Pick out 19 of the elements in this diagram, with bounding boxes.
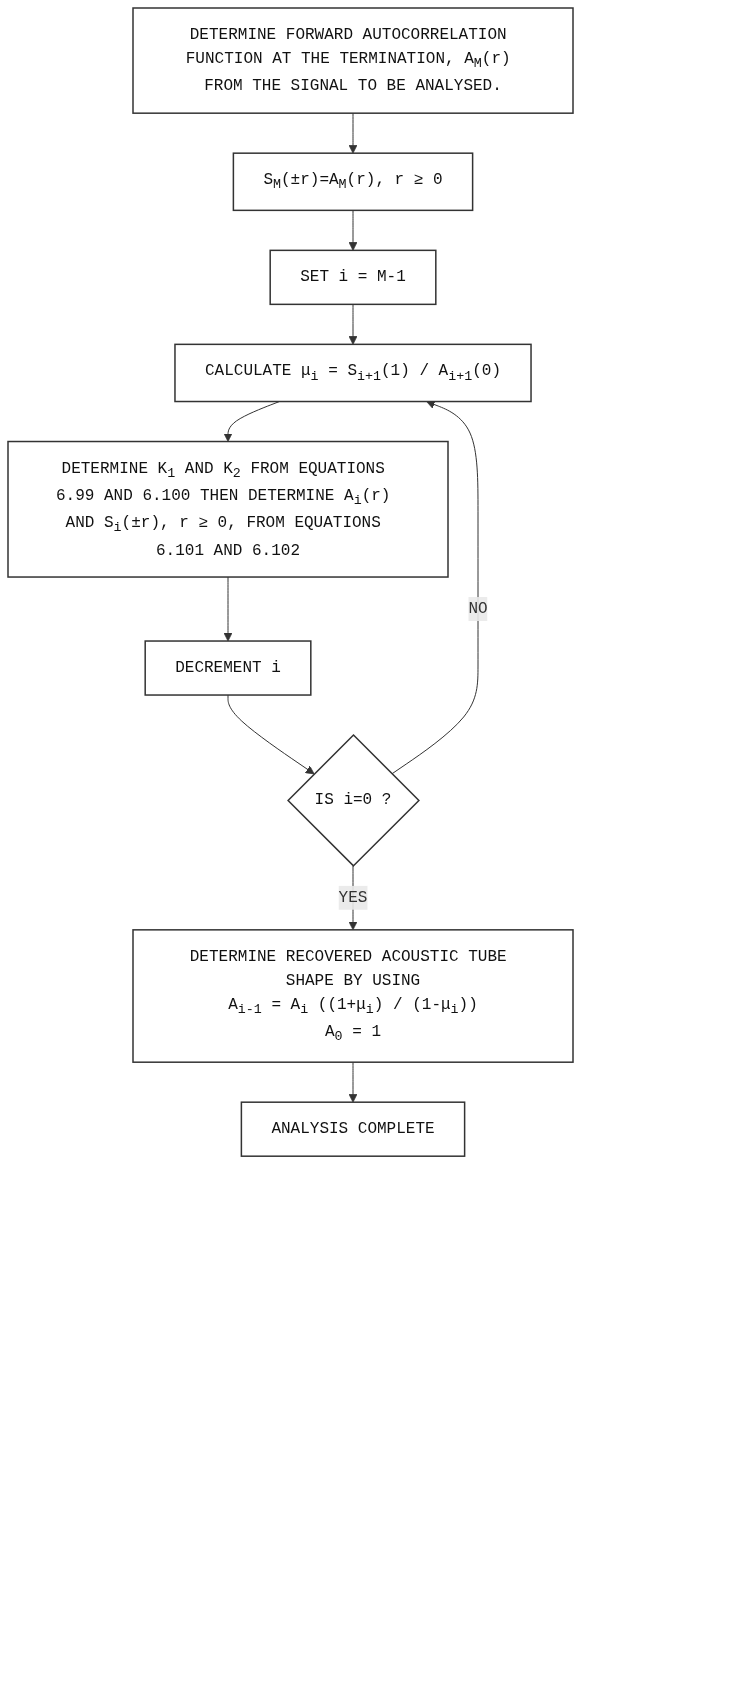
arrow	[227, 694, 315, 775]
edge-label: YES	[338, 888, 368, 907]
node-box: SET i = M-1	[269, 249, 437, 306]
node-box: DETERMINE FORWARD AUTOCORRELATION FUNCTION AT THE TERMINATION, A$_{M}$(r) FROM THE SIGNAL TO BE ANALYSED.	[132, 7, 574, 114]
edge-label: NO	[468, 600, 488, 619]
arrow	[223, 576, 233, 642]
node-box: CALCULATE μ$_{i}$ = S$_{i+1}$(1) / A$_{i+1}$(0)	[174, 343, 532, 403]
node-box: S$_{M}$(±r)=A$_{M}$(r), r ≥ 0	[232, 152, 474, 212]
arrow	[348, 112, 358, 154]
arrow	[348, 1061, 358, 1103]
node-box: DETERMINE K$_{1}$ AND K$_{2}$ FROM EQUATIONS 6.99 AND 6.100 THEN DETERMINE A$_{i}$(r) AND S$_{i}$(±r), r ≥ 0, FROM EQUATIONS 6.101 AND 6.102	[7, 440, 449, 578]
node-diamond: IS i=0 ?	[287, 733, 420, 867]
arrow	[348, 209, 358, 251]
arrow	[223, 401, 280, 442]
node-box: ANALYSIS COMPLETE	[240, 1101, 466, 1157]
arrow	[348, 303, 358, 345]
node-box: DECREMENT i	[144, 640, 312, 696]
node-box: DETERMINE RECOVERED ACOUSTIC TUBE SHAPE BY USING A$_{i-1}$ = A$_{i}$ ((1+μ$_{i}$) / (1-μ$_{i}$)) A$_{0}$ = 1	[132, 929, 574, 1063]
arrow	[391, 400, 479, 775]
